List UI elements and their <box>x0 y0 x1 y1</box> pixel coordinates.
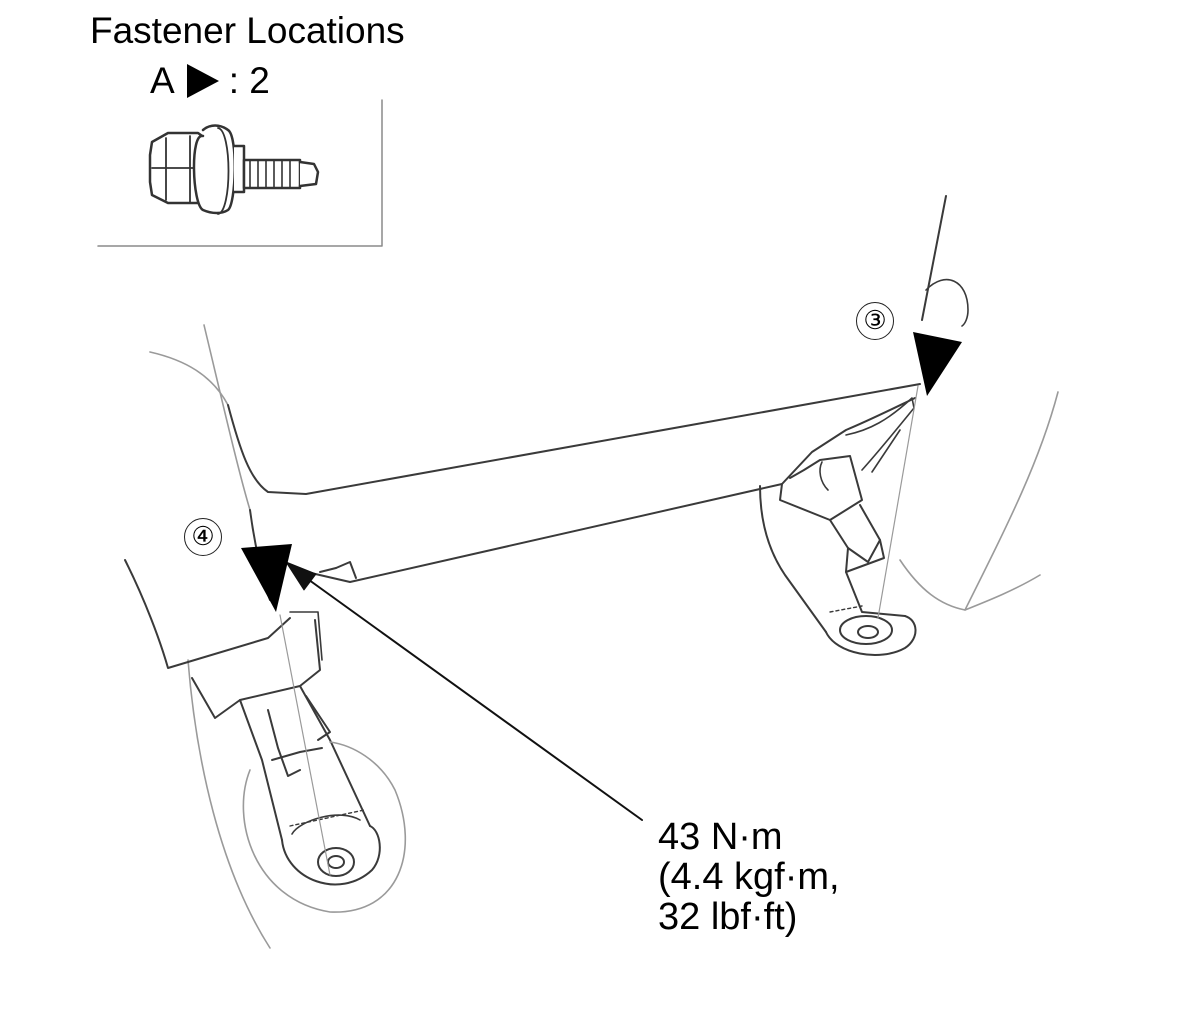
callout-3: ③ <box>856 302 894 340</box>
legend-fastener-a: A : 2 <box>150 62 270 99</box>
legend-count: : 2 <box>228 60 270 101</box>
left-seat-leg <box>191 611 407 913</box>
triangle-right-icon <box>186 63 219 98</box>
seat-cushion-outline <box>227 383 921 495</box>
bolt-marker-3 <box>913 332 962 396</box>
legend-title: Fastener Locations <box>90 10 405 51</box>
torque-lbfft: 32 lbf·ft) <box>658 895 798 938</box>
callout-4: ④ <box>184 518 222 556</box>
right-seat-leg <box>759 385 919 656</box>
torque-kgfm: (4.4 kgf·m, <box>658 855 840 898</box>
torque-leader-line <box>297 571 643 821</box>
torque-spec: 43 N·m (4.4 kgf·m, 32 lbf·ft) <box>658 816 840 938</box>
bolt-marker-4 <box>241 544 292 612</box>
torque-leader-arrowhead <box>285 561 317 591</box>
legend-letter: A <box>150 60 175 101</box>
flange-bolt-icon <box>148 124 320 215</box>
torque-nm: 43 N·m <box>658 816 783 858</box>
legend-frame <box>97 99 383 247</box>
